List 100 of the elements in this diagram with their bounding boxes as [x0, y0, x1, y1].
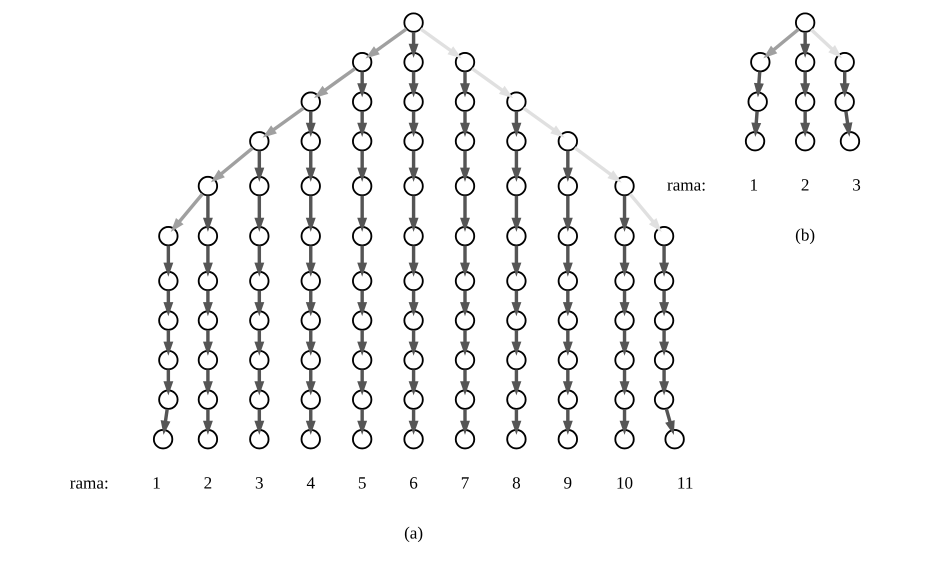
arrow [562, 290, 572, 316]
node-circle [506, 131, 526, 152]
node-circle [454, 350, 475, 370]
arrow [408, 290, 418, 316]
arrow [202, 246, 212, 277]
node-circle [248, 429, 269, 450]
node-circle [158, 350, 178, 370]
node-circle [794, 52, 815, 72]
arrow [254, 290, 264, 316]
node-circle [402, 226, 424, 246]
node-circle [402, 92, 424, 112]
node-circle [352, 429, 372, 450]
node-circle [248, 176, 269, 196]
arrow [460, 246, 470, 277]
arrow [510, 111, 521, 137]
arrow [408, 409, 418, 435]
arrow [460, 290, 470, 316]
arrow [210, 146, 254, 182]
node-circle [454, 270, 475, 292]
arrow [619, 330, 629, 356]
arrow [658, 370, 669, 396]
arrow [162, 290, 173, 316]
arrow [254, 246, 264, 277]
arrow [842, 110, 852, 137]
arrow [356, 72, 367, 98]
node-circle [506, 226, 526, 246]
arrow [364, 28, 407, 59]
arrow [460, 111, 470, 137]
node-circle [614, 176, 634, 196]
node-circle [834, 52, 854, 72]
node-circle [506, 429, 526, 450]
arrow [460, 72, 470, 98]
arrow [664, 408, 674, 436]
node-circle [454, 226, 475, 246]
label: 4 [306, 474, 315, 493]
node-circle [300, 226, 320, 246]
arrow [619, 370, 629, 396]
arrow [658, 246, 669, 277]
arrow [356, 290, 367, 316]
arrow [408, 32, 418, 58]
node-circle [158, 226, 178, 246]
arrow [419, 28, 462, 59]
arrow [810, 28, 842, 58]
arrow [562, 150, 572, 182]
node-circle [352, 131, 372, 152]
label: 11 [676, 474, 693, 493]
node-circle [557, 429, 578, 450]
node-circle [614, 270, 634, 292]
arrow [562, 370, 572, 396]
node-circle [506, 350, 526, 370]
node-circle [402, 176, 424, 196]
arrow [305, 196, 316, 232]
node-circle [614, 390, 634, 410]
node-circle [300, 92, 320, 112]
arrow [202, 370, 212, 396]
arrow [619, 409, 629, 435]
node-circle [248, 131, 269, 152]
node-circle [197, 270, 218, 292]
label: 7 [460, 474, 469, 493]
node-circle [454, 310, 475, 331]
label: 1 [152, 474, 160, 493]
node-circle [300, 390, 320, 410]
arrow [762, 28, 800, 58]
node-circle [352, 390, 372, 410]
label: rama: [666, 176, 706, 195]
arrow [356, 246, 367, 277]
node-circle [834, 92, 854, 112]
node-circle [197, 176, 218, 196]
arrow [510, 196, 521, 232]
node-circle [614, 310, 634, 331]
label: 9 [563, 474, 572, 493]
label: (b) [794, 226, 815, 245]
arrow [408, 246, 418, 277]
arrow [305, 330, 316, 356]
arrow [408, 111, 418, 137]
label: 5 [357, 474, 366, 493]
node-circle [614, 429, 634, 450]
node-circle [794, 131, 815, 152]
label: 2 [203, 474, 212, 493]
arrow [202, 290, 212, 316]
node-circle [653, 350, 674, 370]
node-circle [352, 52, 372, 72]
node-circle [152, 429, 173, 450]
node-circle [158, 390, 178, 410]
arrow [460, 409, 470, 435]
arrow [254, 370, 264, 396]
label: 2 [800, 176, 809, 195]
arrow [510, 330, 521, 356]
node-circle [352, 176, 372, 196]
label: 6 [408, 474, 418, 493]
node-circle [300, 131, 320, 152]
node-circle [557, 270, 578, 292]
node-circle [158, 310, 178, 331]
node-circle [614, 226, 634, 246]
arrow [658, 330, 669, 356]
node-circle [248, 390, 269, 410]
arrow [562, 409, 572, 435]
node-circle [506, 390, 526, 410]
arrow [619, 196, 629, 232]
node-circle [248, 350, 269, 370]
